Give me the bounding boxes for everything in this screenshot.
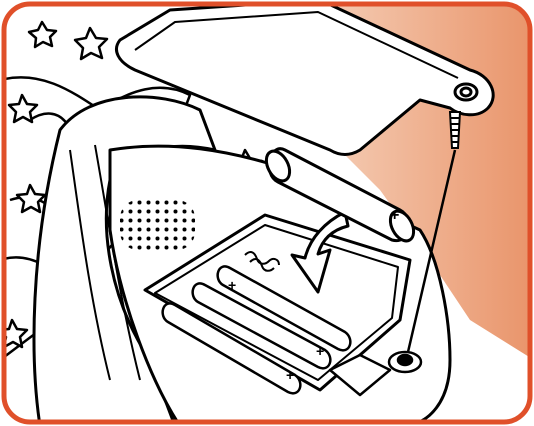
battery-polarity-label: +: [316, 343, 324, 359]
battery-polarity-label: +: [390, 207, 399, 224]
battery-polarity-label: +: [228, 277, 236, 293]
battery-polarity-label: +: [286, 367, 294, 383]
speaker-grille: [120, 200, 195, 250]
screw-post: [389, 352, 421, 372]
